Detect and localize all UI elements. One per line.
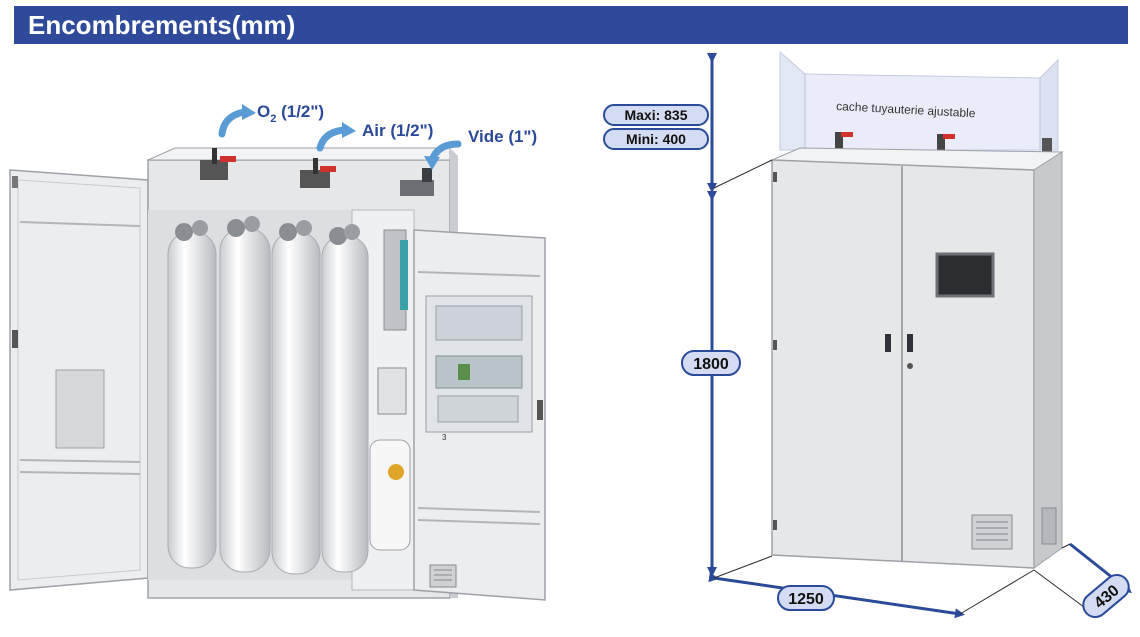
touch-screen	[935, 252, 995, 298]
connection-vacuum: Vide (1")	[424, 127, 537, 170]
door-handle	[885, 334, 891, 352]
door-pocket	[55, 369, 105, 449]
svg-text:Mini: 400: Mini: 400	[626, 131, 686, 147]
o2-label: O2 (1/2")	[257, 102, 324, 125]
dimension-lines	[707, 53, 1132, 619]
svg-text:1250: 1250	[788, 591, 824, 608]
vacuum-label: Vide (1")	[468, 127, 537, 146]
curved-arrow-icon	[218, 108, 248, 138]
dimension-badges: Maxi: 835 Mini: 400 1800 1250 430	[603, 104, 1130, 618]
door-handle	[907, 334, 913, 352]
valve-vacuum	[400, 168, 434, 196]
vent-grille	[429, 564, 457, 588]
width-badge: 1250	[777, 585, 835, 611]
valve-air	[300, 158, 336, 188]
filter	[377, 367, 407, 415]
page-title: Encombrements(mm)	[28, 10, 296, 40]
air-label: Air (1/2")	[362, 121, 433, 140]
left-door	[9, 169, 149, 591]
cylinder	[321, 224, 369, 573]
header-bar: Encombrements(mm)	[14, 6, 1128, 44]
width-dimension	[708, 572, 965, 619]
curved-arrow-icon	[316, 126, 348, 152]
panel-number: 3	[442, 433, 447, 442]
mini-badge: Mini: 400	[603, 128, 709, 150]
svg-text:Maxi: 835: Maxi: 835	[624, 107, 687, 123]
svg-text:1800: 1800	[693, 356, 729, 373]
vacuum-tank	[369, 439, 411, 551]
connection-air: Air (1/2")	[316, 121, 433, 152]
connection-o2: O2 (1/2")	[218, 102, 324, 138]
pipe-cover: cache tuyauterie ajustable	[779, 50, 1059, 154]
door-hinge	[12, 330, 18, 348]
closed-cabinet: cache tuyauterie ajustable	[771, 50, 1064, 569]
cylinder	[219, 216, 271, 573]
gas-cylinders	[167, 216, 369, 575]
valve-o2	[200, 148, 236, 180]
cylinder	[271, 220, 321, 575]
maxi-badge: Maxi: 835	[603, 104, 709, 126]
right-door: 3	[413, 229, 546, 601]
electrical-box: 3	[425, 295, 533, 442]
open-cabinet: 3	[9, 147, 546, 601]
vent-grille	[971, 514, 1013, 550]
cylinder	[167, 220, 217, 569]
height-badge: 1800	[681, 350, 741, 376]
depth-badge: 430	[1082, 574, 1130, 618]
